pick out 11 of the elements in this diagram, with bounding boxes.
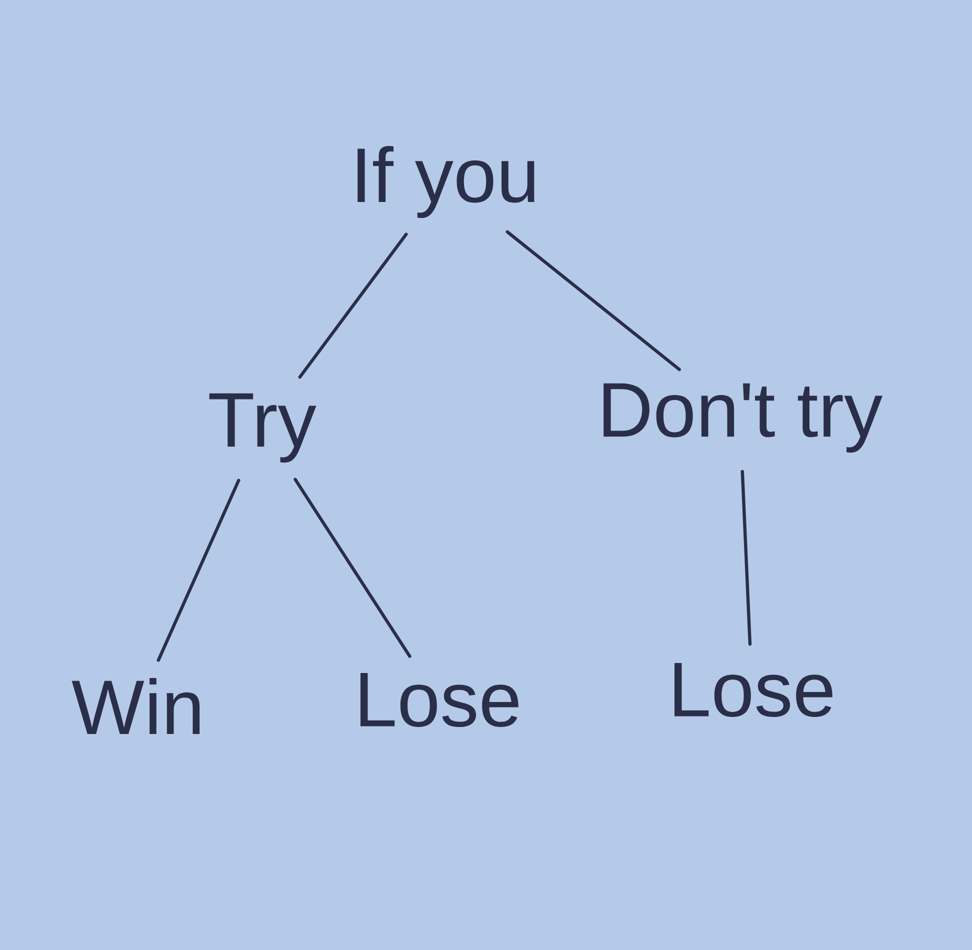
node-label: Lose <box>360 673 518 727</box>
branch-line <box>156 478 240 662</box>
node-label: Win <box>72 678 200 734</box>
node-label: Don't try <box>604 383 883 453</box>
branch-line <box>298 232 408 379</box>
branch-line <box>740 470 752 646</box>
branch-line <box>506 230 681 372</box>
branch-line <box>294 478 412 658</box>
node-label: Try <box>209 393 316 463</box>
node-label: Lose <box>674 663 832 717</box>
node-label: If you <box>358 146 534 218</box>
